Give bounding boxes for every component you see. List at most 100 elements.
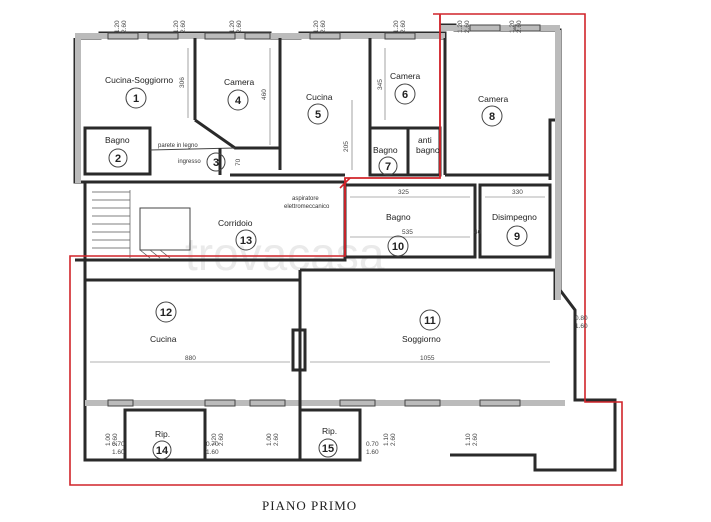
dim-880: 880 [185,355,196,362]
dim-205: 205 [343,141,350,152]
dim-side-080: 0.80 [575,315,588,322]
unit-outline-tick [339,177,351,189]
note-elettromeccanico: elettromeccanico [284,204,330,210]
dim-win-6-w: 1.20 [457,20,464,33]
room-7-number: 7 [385,161,391,173]
dim-win-7-h: 2.60 [516,20,523,33]
room-11-marker [419,309,441,331]
room-11-name: Soggiorno [402,334,441,344]
dim-330: 330 [512,189,523,196]
dim-bottom-4-w: 1.10 [383,433,390,446]
dim-win-4-h: 2.60 [320,20,327,33]
room-13-number: 13 [240,235,252,247]
room-4-name: Camera [224,77,255,87]
dim-win-7-w: 1.20 [509,20,516,33]
room-6-name: Camera [390,71,421,81]
anti-bagno-label-2: bagno [416,145,440,155]
room-7-marker [378,156,398,176]
dim-win-3-h: 2.60 [236,20,243,33]
windows [107,24,541,407]
dim-bottom-4-h: 2.60 [390,433,397,446]
room-14-name: Rip. [155,429,170,439]
annotations: parete in legno aspiratore elettromeccan… [158,143,330,210]
room-1-name: Cucina-Soggiorno [105,75,173,85]
room-15-name: Rip. [322,426,337,436]
room-12-number: 12 [160,307,172,319]
room-1-number: 1 [133,93,139,105]
room-5-marker [307,103,329,125]
dim-win-2-h: 2.60 [180,20,187,33]
dim-rip14b-160: 1.60 [206,449,219,456]
plan-title: PIANO PRIMO [262,498,357,513]
room-6-marker [394,83,416,105]
room-9-marker [506,225,528,247]
room-labels: Cucina-Soggiorno 1 Bagno 2 ingresso 3 Ca… [105,71,537,460]
note-parete-legno: parete in legno [158,143,198,149]
dim-rip14-070: 0.70 [112,441,125,448]
room-3-marker [206,152,226,172]
dim-win-5-w: 1.20 [393,20,400,33]
room-8-marker [481,105,503,127]
room-12-marker [155,301,177,323]
dim-460: 460 [261,89,268,100]
unit-outline-inner [344,15,441,256]
room-7-name: Bagno [373,145,398,155]
room-2-name: Bagno [105,135,130,145]
dimension-lines [90,48,550,363]
room-10-number: 10 [392,241,404,253]
room-8-number: 8 [489,111,495,123]
room-10-marker [387,235,409,257]
room-6-number: 6 [402,89,408,101]
room-2-number: 2 [115,153,121,165]
dim-325: 325 [398,189,409,196]
room-13-name: Corridoio [218,218,253,228]
dim-306: 306 [179,77,186,88]
room-2-marker [108,148,128,168]
note-aspiratore: aspiratore [292,196,319,202]
room-4-number: 4 [235,95,242,107]
room-10-name: Bagno [386,212,411,222]
dim-1055: 1055 [420,355,435,362]
dim-bottom-2-h: 2.60 [218,433,225,446]
room-14-marker [152,440,172,460]
room-4-marker [227,89,249,111]
room-9-number: 9 [514,231,520,243]
room-14-number: 14 [156,445,169,457]
dim-win-5-h: 2.60 [400,20,407,33]
dim-win-2-w: 1.20 [173,20,180,33]
dim-40: 40 [474,229,482,236]
dim-rip15-070: 0.70 [366,441,379,448]
dim-535: 535 [402,229,413,236]
dim-bottom-2-w: 1.20 [211,433,218,446]
dim-bottom-5-w: 1.10 [465,433,472,446]
dim-bottom-1-h: 2.60 [112,433,119,446]
dim-bottom-1-w: 1.00 [105,433,112,446]
room-5-name: Cucina [306,92,333,102]
dim-rip15-160: 1.60 [366,449,379,456]
room-15-number: 15 [322,443,334,455]
dim-side-160: 1.60 [575,323,588,330]
room-11-number: 11 [424,315,436,327]
room-3-number: 3 [213,157,219,169]
dim-rip14-160: 1.60 [112,449,125,456]
dim-345: 345 [377,79,384,90]
dimension-labels: 306 460 345 205 70 325 330 535 40 880 10… [105,20,588,456]
dim-bottom-5-h: 2.60 [472,433,479,446]
room-5-number: 5 [315,109,321,121]
room-13-marker [235,229,257,251]
dim-rip14b-070: 0.70 [206,441,219,448]
room-9-name: Disimpegno [492,212,537,222]
staircase [92,190,171,259]
watermark: trovacasa [185,228,385,280]
room-1-marker [125,87,147,109]
dim-win-6-h: 2.60 [464,20,471,33]
dim-bottom-3-h: 2.60 [273,433,280,446]
room-15-marker [318,438,338,458]
anti-bagno-label-1: anti [418,135,432,145]
dim-win-4-w: 1.20 [313,20,320,33]
interior-walls [83,38,552,462]
dim-win-1-h: 2.60 [121,20,128,33]
dim-bottom-3-w: 1.00 [266,433,273,446]
dim-win-3-w: 1.20 [229,20,236,33]
dim-70: 70 [235,158,242,166]
